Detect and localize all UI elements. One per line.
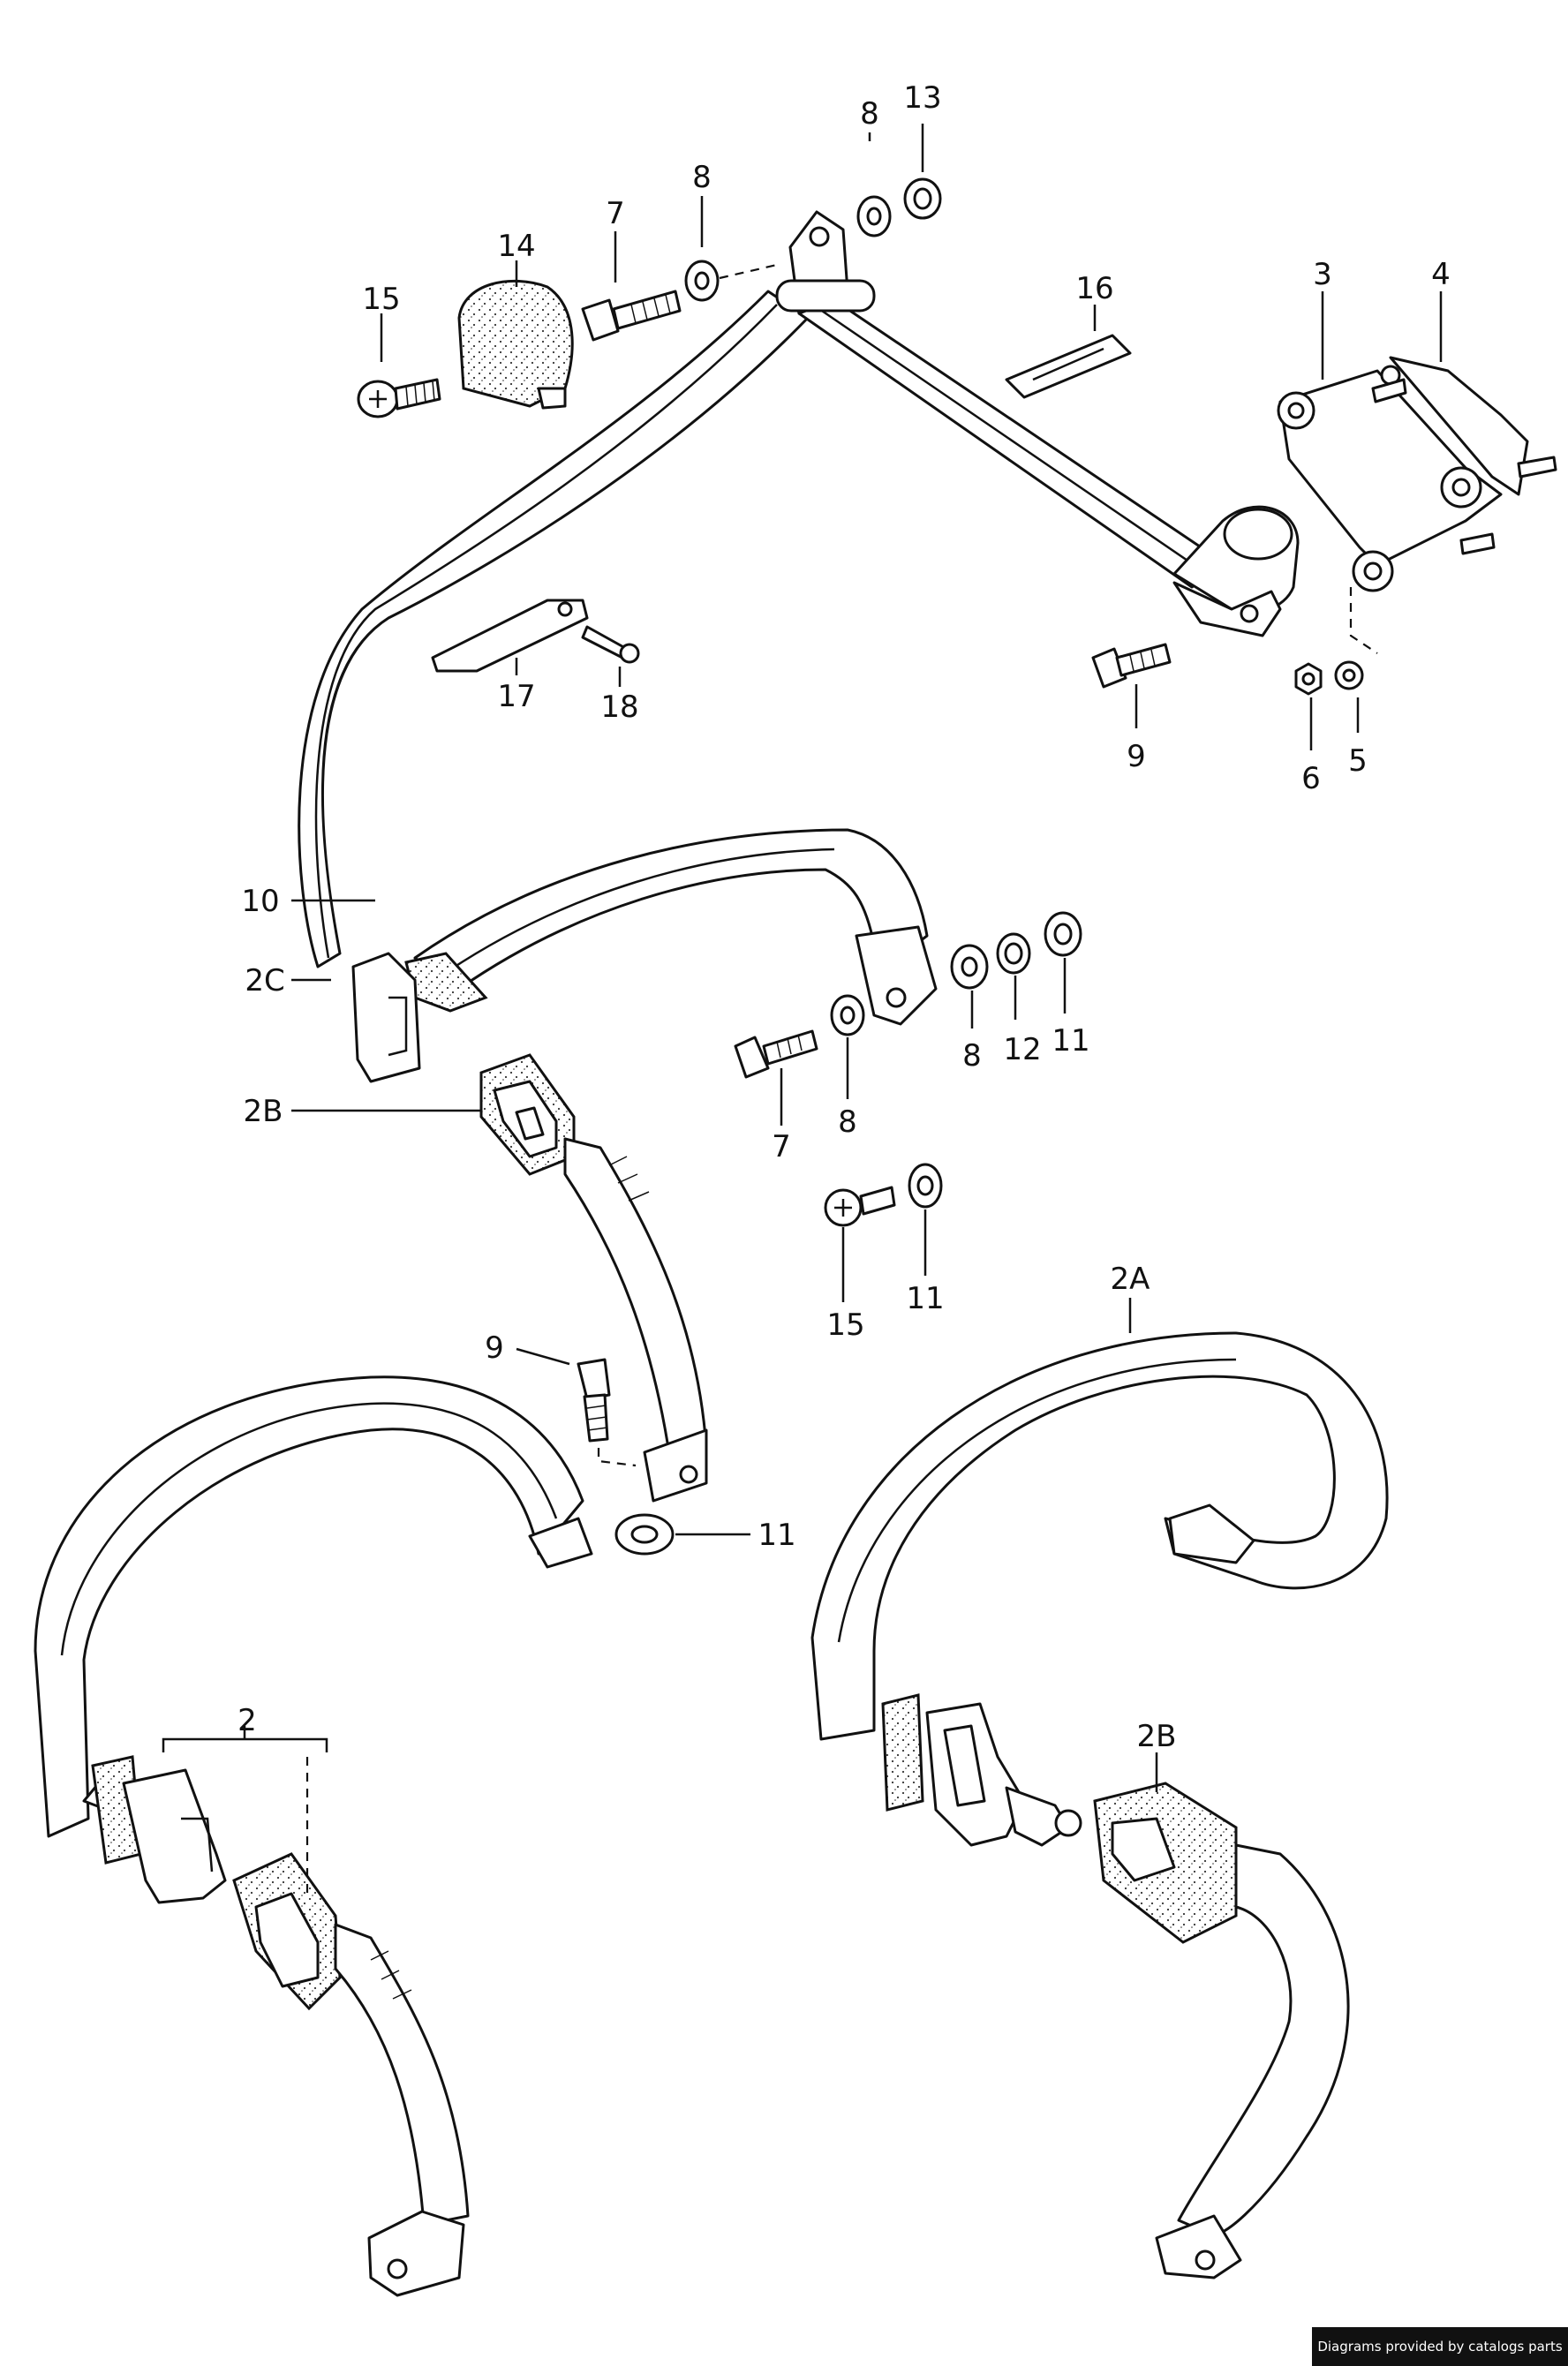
retractor-unit (1172, 505, 1300, 637)
callout-15-mid: 15 (826, 1307, 864, 1343)
bolt-9-grommet-11 (577, 1358, 675, 1556)
callout-11-a: 11 (1052, 1023, 1089, 1059)
leader-lines (291, 124, 1443, 1792)
callout-10: 10 (241, 884, 279, 919)
callout-2c: 2C (245, 963, 284, 998)
mounting-bracket (1277, 356, 1557, 592)
callout-labels: 15 14 7 8 8 13 16 3 4 17 18 9 6 5 10 2C … (237, 80, 1451, 1754)
callout-18: 18 (600, 689, 638, 725)
callout-8-mid-b: 8 (838, 1104, 857, 1140)
bolt-9-top (1091, 643, 1172, 689)
trim-17 (431, 599, 589, 673)
callout-2b-bottom: 2B (1137, 1719, 1177, 1754)
middle-hardware (734, 911, 1082, 1227)
callout-7-top: 7 (606, 196, 625, 231)
callout-8-top: 8 (692, 160, 712, 195)
callout-11-b: 11 (906, 1281, 944, 1316)
callout-6: 6 (1301, 761, 1321, 796)
upper-three-point-belt (298, 210, 1557, 968)
callout-8-upper: 8 (860, 96, 879, 132)
callout-14: 14 (497, 229, 535, 264)
bolt-7-top (581, 290, 682, 342)
callout-7-mid: 7 (772, 1129, 791, 1164)
middle-belt-section (351, 828, 938, 1083)
lap-belt-2 (34, 1375, 593, 2297)
upper-hardware (357, 177, 1364, 696)
callout-4: 4 (1431, 257, 1451, 292)
watermark-banner: Diagrams provided by catalogs parts (1312, 2327, 1568, 2366)
lap-belt-2a (810, 1331, 1389, 2279)
callout-11-c: 11 (758, 1518, 795, 1553)
cover-16 (1005, 334, 1132, 399)
callout-13: 13 (903, 80, 941, 116)
callout-12: 12 (1003, 1032, 1041, 1067)
callout-15-top: 15 (362, 282, 400, 317)
latch-2c (351, 952, 421, 1083)
callout-3: 3 (1313, 257, 1332, 292)
callout-2: 2 (237, 1703, 257, 1738)
callout-9-mid: 9 (485, 1330, 504, 1366)
callout-2a: 2A (1111, 1262, 1150, 1297)
callout-16: 16 (1075, 271, 1113, 306)
callout-5: 5 (1348, 743, 1368, 779)
callout-9-top: 9 (1127, 739, 1146, 774)
callout-8-mid-a: 8 (962, 1038, 982, 1074)
callout-17: 17 (497, 679, 535, 714)
cap-14 (457, 280, 574, 408)
screw-15-top (357, 378, 441, 418)
buckle-belt-2b-upper (479, 1053, 708, 1503)
callout-2b-top: 2B (244, 1094, 283, 1129)
